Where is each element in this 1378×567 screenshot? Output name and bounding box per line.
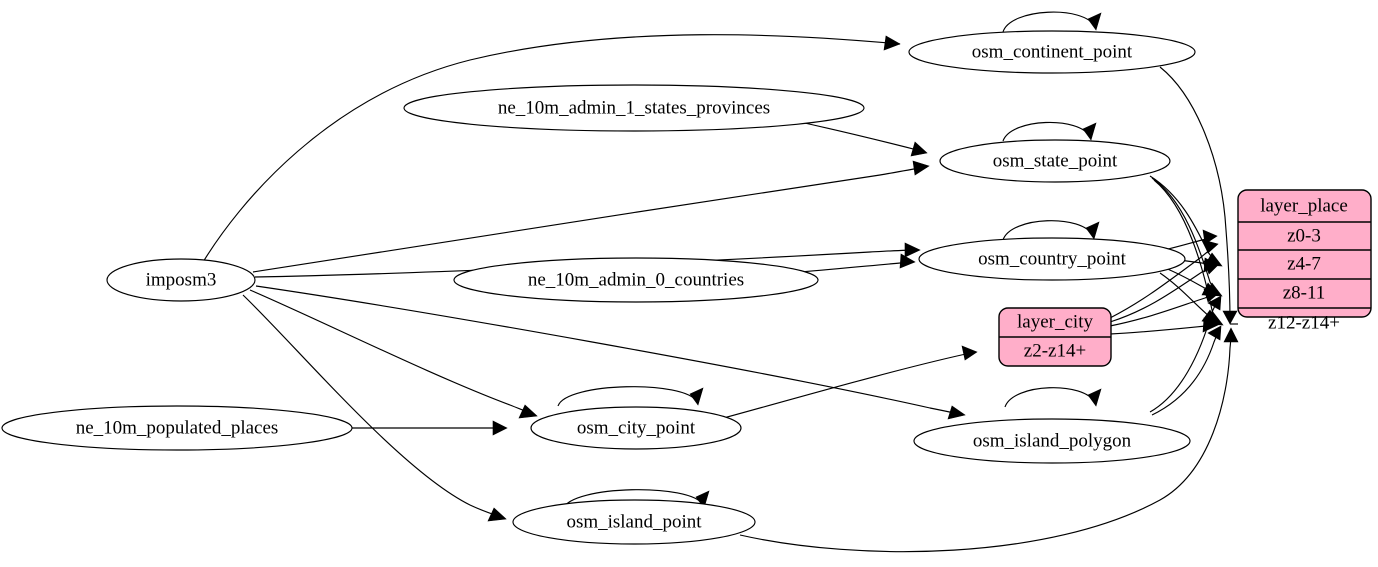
node-shape[interactable] — [1, 405, 353, 451]
edge-osm-island-polygon-to-layer-place-z12 — [1151, 327, 1221, 416]
node-osm-country-point[interactable]: osm_country_point — [918, 237, 1186, 281]
edge-imposm3-to-osm-island-polygon — [255, 285, 964, 416]
edge-imposm3-to-osm-city-point — [249, 289, 536, 416]
edge-osm-city-point-to-layer-city — [719, 351, 976, 420]
selfloop-osm-city-point — [557, 386, 698, 407]
record-header-layer-city: layer_city — [1017, 311, 1093, 332]
node-osm-state-point[interactable]: osm_state_point — [939, 139, 1171, 183]
selfloop-osm-continent-point — [1002, 11, 1096, 33]
node-shape[interactable] — [918, 237, 1186, 281]
arrowhead — [487, 507, 507, 522]
edge-osm-continent-point-to-layer-place-z12 — [1159, 66, 1231, 323]
arrowhead — [910, 141, 928, 157]
edge-imposm3-to-osm-continent-point — [199, 34, 901, 268]
node-label-osm-island-polygon: osm_island_polygon — [973, 430, 1132, 451]
node-layer: imposm3 ne_10m_admin_1_states_provinces … — [1, 30, 1196, 545]
edge-layer-city-to-layer-place-z8 — [1109, 293, 1218, 327]
node-ne-10m-populated-places[interactable]: ne_10m_populated_places — [1, 405, 353, 451]
node-label-imposm3: imposm3 — [146, 269, 217, 290]
edge-ne-states-to-osm-state-point — [799, 121, 926, 153]
node-shape[interactable] — [913, 418, 1191, 464]
node-label-ne-states: ne_10m_admin_1_states_provinces — [498, 97, 770, 118]
arrowhead — [1087, 12, 1102, 31]
arrowhead — [904, 242, 921, 258]
record-row-layer-city-0[interactable]: z2-z14+ — [1024, 340, 1086, 361]
node-label-osm-country-point: osm_country_point — [978, 248, 1126, 269]
arrowhead — [912, 160, 930, 176]
node-osm-continent-point[interactable]: osm_continent_point — [908, 30, 1196, 74]
edge-osm-island-point-to-layer-place-z12 — [739, 329, 1232, 553]
edge-layer — [199, 11, 1239, 553]
node-label-osm-city-point: osm_city_point — [577, 417, 696, 438]
record-row-layer-place-3[interactable]: z12-z14+ — [1268, 312, 1340, 333]
arrowhead — [689, 387, 704, 406]
selfloop-osm-island-point — [562, 489, 704, 510]
node-shape[interactable] — [403, 84, 865, 132]
record-layer-place[interactable]: layer_place z0-3 z4-7 z8-11 z12-z14+ — [1237, 189, 1372, 333]
edge-layer-city-to-layer-place-z12 — [1109, 324, 1217, 335]
edge-ne-countries-to-osm-country-point — [799, 261, 914, 273]
node-imposm3[interactable]: imposm3 — [106, 258, 256, 302]
arrowhead — [518, 404, 538, 419]
record-row-layer-place-1[interactable]: z4-7 — [1287, 253, 1321, 274]
record-header-layer-place: layer_place — [1260, 195, 1348, 216]
node-osm-island-point[interactable]: osm_island_point — [512, 499, 756, 545]
node-shape[interactable] — [530, 406, 742, 450]
node-label-osm-island-point: osm_island_point — [566, 511, 702, 532]
arrowhead — [1085, 221, 1100, 240]
record-row-layer-place-2[interactable]: z8-11 — [1283, 282, 1326, 303]
node-shape[interactable] — [939, 139, 1171, 183]
arrowhead — [1223, 327, 1239, 343]
arrowhead — [961, 345, 978, 361]
node-osm-city-point[interactable]: osm_city_point — [530, 406, 742, 450]
node-shape[interactable] — [512, 499, 756, 545]
arrowhead — [1203, 260, 1220, 275]
node-ne-10m-admin-1-states-provinces[interactable]: ne_10m_admin_1_states_provinces — [403, 84, 865, 132]
node-shape[interactable] — [908, 30, 1196, 74]
node-label-osm-continent-point: osm_continent_point — [972, 41, 1133, 62]
arrowhead — [1202, 229, 1218, 245]
edge-imposm3-to-osm-island-point — [242, 294, 505, 519]
node-shape[interactable] — [106, 258, 256, 302]
arrowhead — [883, 35, 901, 51]
selfloop-osm-island-polygon — [1004, 387, 1096, 408]
node-label-osm-state-point: osm_state_point — [993, 150, 1118, 171]
arrowhead — [1203, 288, 1220, 303]
arrowhead — [899, 253, 916, 269]
arrowhead — [1082, 122, 1097, 141]
record-row-layer-place-0[interactable]: z0-3 — [1287, 225, 1321, 246]
node-label-ne-populated: ne_10m_populated_places — [76, 417, 279, 438]
node-osm-island-polygon[interactable]: osm_island_polygon — [913, 418, 1191, 464]
node-ne-10m-admin-0-countries[interactable]: ne_10m_admin_0_countries — [453, 257, 819, 303]
selfloop-osm-state-point — [1002, 121, 1091, 142]
selfloop-osm-country-point — [1002, 220, 1094, 241]
arrowhead — [1222, 310, 1238, 325]
edge-imposm3-to-osm-state-point — [252, 166, 928, 273]
arrowhead — [492, 420, 508, 436]
arrowhead — [695, 490, 710, 509]
record-layer: layer_place z0-3 z4-7 z8-11 z12-z14+ lay… — [998, 189, 1372, 367]
node-label-ne-countries: ne_10m_admin_0_countries — [528, 269, 744, 290]
record-layer-city[interactable]: layer_city z2-z14+ — [998, 307, 1112, 367]
arrowhead — [1202, 239, 1219, 254]
arrowhead — [1207, 325, 1222, 341]
arrowhead — [1087, 388, 1102, 407]
arrowhead — [1207, 295, 1222, 311]
node-shape[interactable] — [453, 257, 819, 303]
arrowhead — [947, 405, 966, 420]
